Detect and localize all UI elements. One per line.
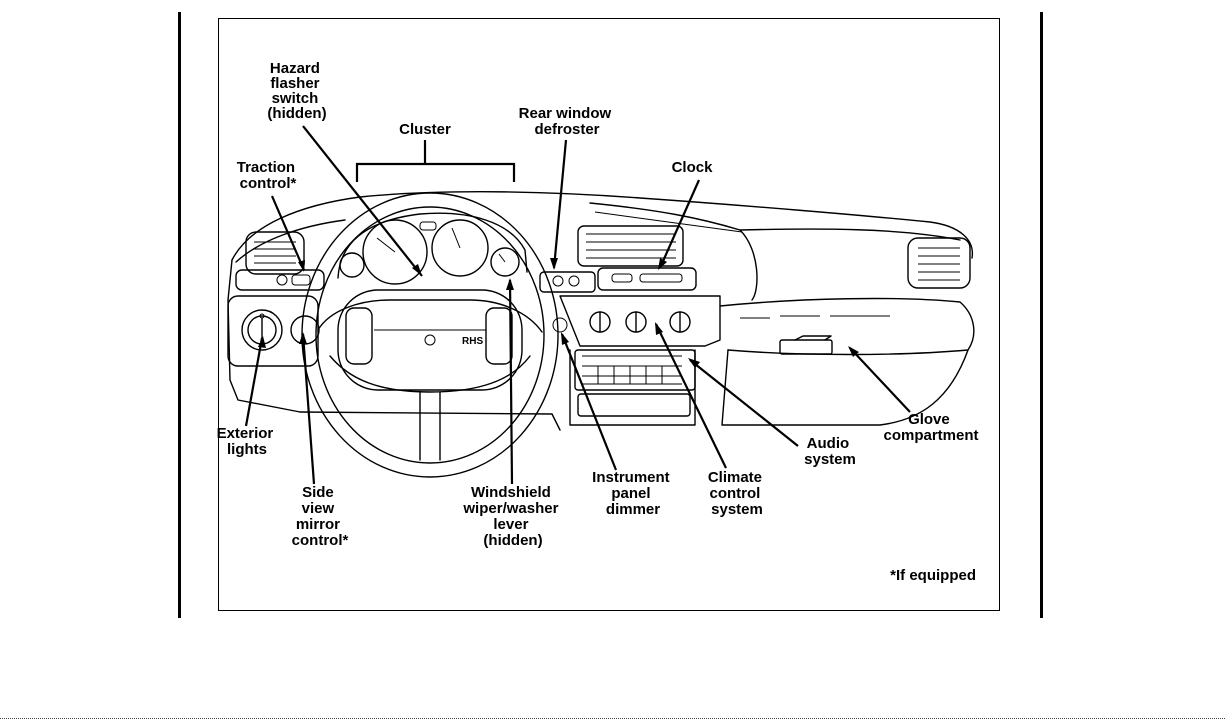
- audio-system-leader: [690, 360, 798, 446]
- label-climate-control-system: Climate control system: [708, 469, 766, 518]
- label-glove-compartment: Glove compartment: [883, 411, 978, 444]
- glove-compartment-leader: [850, 348, 910, 412]
- clock-leader: [660, 180, 699, 268]
- label-cluster: Cluster: [399, 121, 451, 138]
- label-hazard-flasher: Hazard flasher switch (hidden): [267, 60, 326, 122]
- mirror-control-leader: [303, 334, 314, 484]
- label-instrument-panel-dimmer: Instrument panel dimmer: [592, 469, 674, 518]
- exterior-lights-leader: [246, 338, 262, 426]
- wiper-lever-leader: [510, 280, 512, 484]
- callout-labels: Hazard flasher switch (hidden) Cluster R…: [217, 60, 979, 584]
- label-exterior-lights: Exterior lights: [217, 425, 278, 458]
- label-side-view-mirror-control: Side view mirror control*: [292, 484, 349, 549]
- label-windshield-wiper-lever: Windshield wiper/washer lever (hidden): [462, 484, 562, 549]
- footnote-if-equipped: *If equipped: [890, 567, 976, 584]
- label-clock: Clock: [672, 159, 714, 176]
- leader-lines: [246, 126, 910, 484]
- label-traction-control: Traction control*: [237, 159, 300, 192]
- rear-defroster-leader: [554, 140, 566, 268]
- label-rear-window-defroster: Rear window defroster: [519, 105, 616, 138]
- cluster-bracket: [357, 164, 514, 182]
- steering-wheel-badge: RHS: [462, 336, 483, 347]
- label-audio-system: Audio system: [804, 435, 856, 468]
